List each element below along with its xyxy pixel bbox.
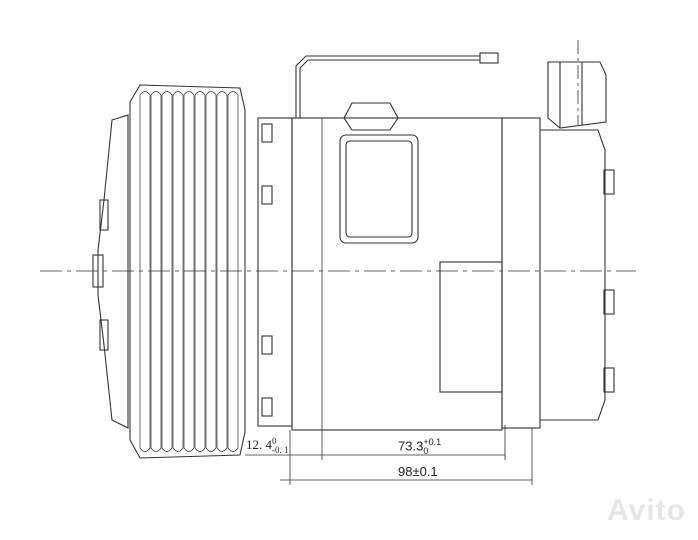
- dim-lower: 0: [423, 446, 429, 456]
- rear-bolts: [603, 169, 615, 393]
- front-bolts: [261, 123, 273, 417]
- pulley-groove: [161, 91, 173, 452]
- dim-lower: -0. 1: [272, 445, 289, 456]
- clutch-plate: [92, 114, 129, 429]
- pulley-groove: [139, 91, 151, 452]
- dim-nominal: 73.3: [398, 438, 424, 454]
- pulley-groove: [205, 91, 217, 452]
- dimension-lines: [245, 425, 533, 485]
- pulley-groove: [150, 91, 162, 452]
- front-plate: [257, 117, 293, 427]
- body-recess: [439, 261, 503, 393]
- service-port: [547, 61, 607, 129]
- avito-watermark: Avito: [607, 494, 686, 527]
- pulley-groove: [172, 91, 184, 452]
- body-window: [339, 134, 419, 244]
- rear-plate: [501, 117, 541, 429]
- dim-nominal: 12. 4: [246, 437, 272, 452]
- dimension-12-4: 12. 40-0. 1: [246, 437, 289, 455]
- pulley-groove: [216, 91, 228, 452]
- wire-tube: [295, 55, 480, 118]
- rear-housing: [540, 129, 606, 421]
- compressor-body: [291, 117, 503, 431]
- pulley-groove: [227, 91, 239, 452]
- pulley-groove: [194, 91, 206, 452]
- pulley: [129, 84, 246, 459]
- dim-upper: +0.1: [423, 437, 442, 447]
- pulley-groove: [183, 91, 195, 452]
- dim-upper: 0: [272, 436, 277, 447]
- dimension-98: 98±0.1: [398, 464, 438, 479]
- hex-nut: [343, 102, 399, 131]
